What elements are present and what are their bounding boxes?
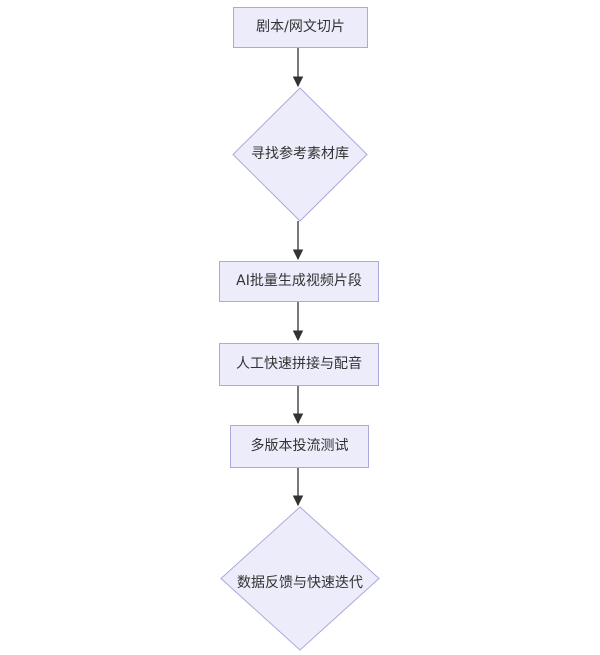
node-multi-version-test: 多版本投流测试 bbox=[230, 425, 369, 468]
node-label: 寻找参考素材库 bbox=[251, 146, 349, 163]
node-label: 人工快速拼接与配音 bbox=[236, 356, 362, 373]
node-manual-splice-dub: 人工快速拼接与配音 bbox=[219, 343, 379, 386]
diamond-node-shape-data-feedback-iteration bbox=[220, 506, 380, 651]
diamond-node-shape-find-reference-library bbox=[232, 87, 368, 222]
node-ai-generate-clips: AI批量生成视频片段 bbox=[219, 261, 379, 302]
node-script-slicing: 剧本/网文切片 bbox=[233, 7, 368, 48]
node-label: AI批量生成视频片段 bbox=[236, 273, 362, 290]
node-data-feedback-iteration: 数据反馈与快速迭代 bbox=[221, 510, 379, 655]
node-find-reference-library: 寻找参考素材库 bbox=[233, 88, 367, 221]
node-label: 数据反馈与快速迭代 bbox=[237, 574, 363, 591]
node-label: 剧本/网文切片 bbox=[256, 19, 345, 36]
node-label: 多版本投流测试 bbox=[250, 438, 349, 455]
